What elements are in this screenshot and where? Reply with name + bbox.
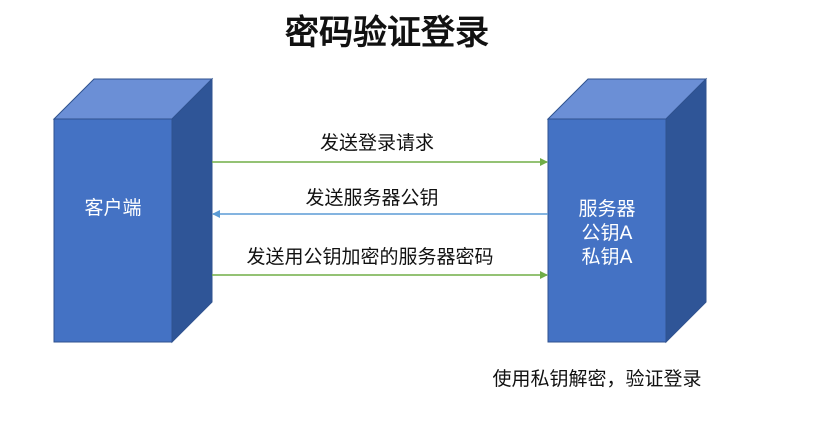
client-box: 客户端 <box>52 77 214 344</box>
arrow-encrypted-password: 发送用公钥加密的服务器密码 <box>212 246 548 279</box>
server-box: 服务器 公钥A 私钥A <box>546 77 708 344</box>
arrow-public-key: 发送服务器公钥 <box>212 187 548 218</box>
client-label: 客户端 <box>84 197 141 219</box>
arrow-public-key-label: 发送服务器公钥 <box>305 187 438 209</box>
client-box-front <box>53 118 173 343</box>
arrow-login-request-label: 发送登录请求 <box>320 132 434 154</box>
server-label-private-key: 私钥A <box>582 246 633 268</box>
arrow-login-request: 发送登录请求 <box>212 132 548 166</box>
server-box-side <box>665 77 707 344</box>
arrow-encrypted-password-label: 发送用公钥加密的服务器密码 <box>246 246 493 268</box>
server-box-front <box>547 118 667 343</box>
decrypt-note: 使用私钥解密，验证登录 <box>492 368 701 390</box>
server-label-public-key: 公钥A <box>582 222 633 244</box>
client-box-side <box>171 77 213 344</box>
server-label-name: 服务器 <box>578 198 635 220</box>
diagram-title: 密码验证登录 <box>285 13 489 53</box>
